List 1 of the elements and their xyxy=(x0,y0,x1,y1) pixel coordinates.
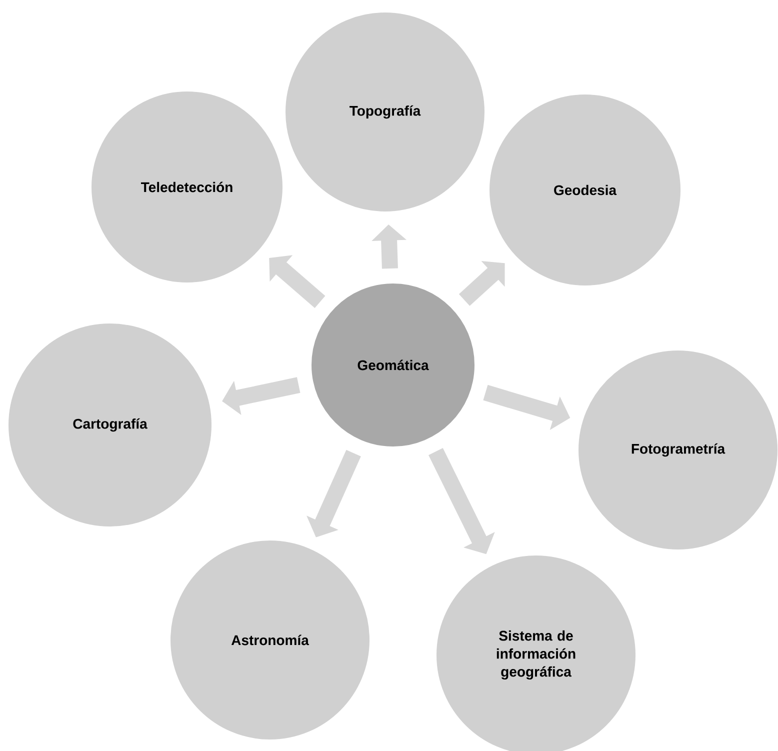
block-arrow xyxy=(458,260,505,306)
